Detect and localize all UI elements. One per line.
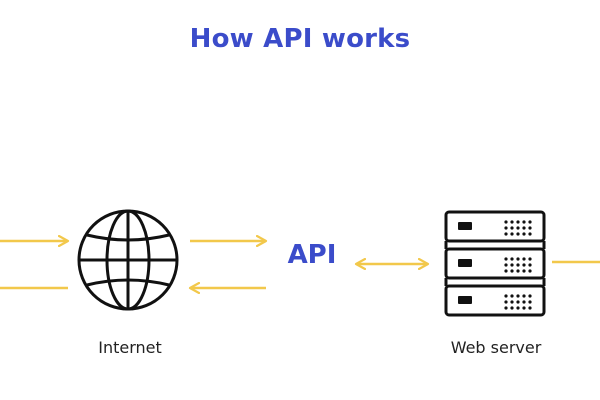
diagram-title: How API works: [189, 24, 411, 54]
server-icon: [444, 210, 546, 317]
api-label: API: [287, 240, 337, 270]
globe-icon: [77, 209, 179, 311]
web-server-label: Web server: [450, 338, 542, 357]
internet-label: Internet: [98, 338, 162, 357]
